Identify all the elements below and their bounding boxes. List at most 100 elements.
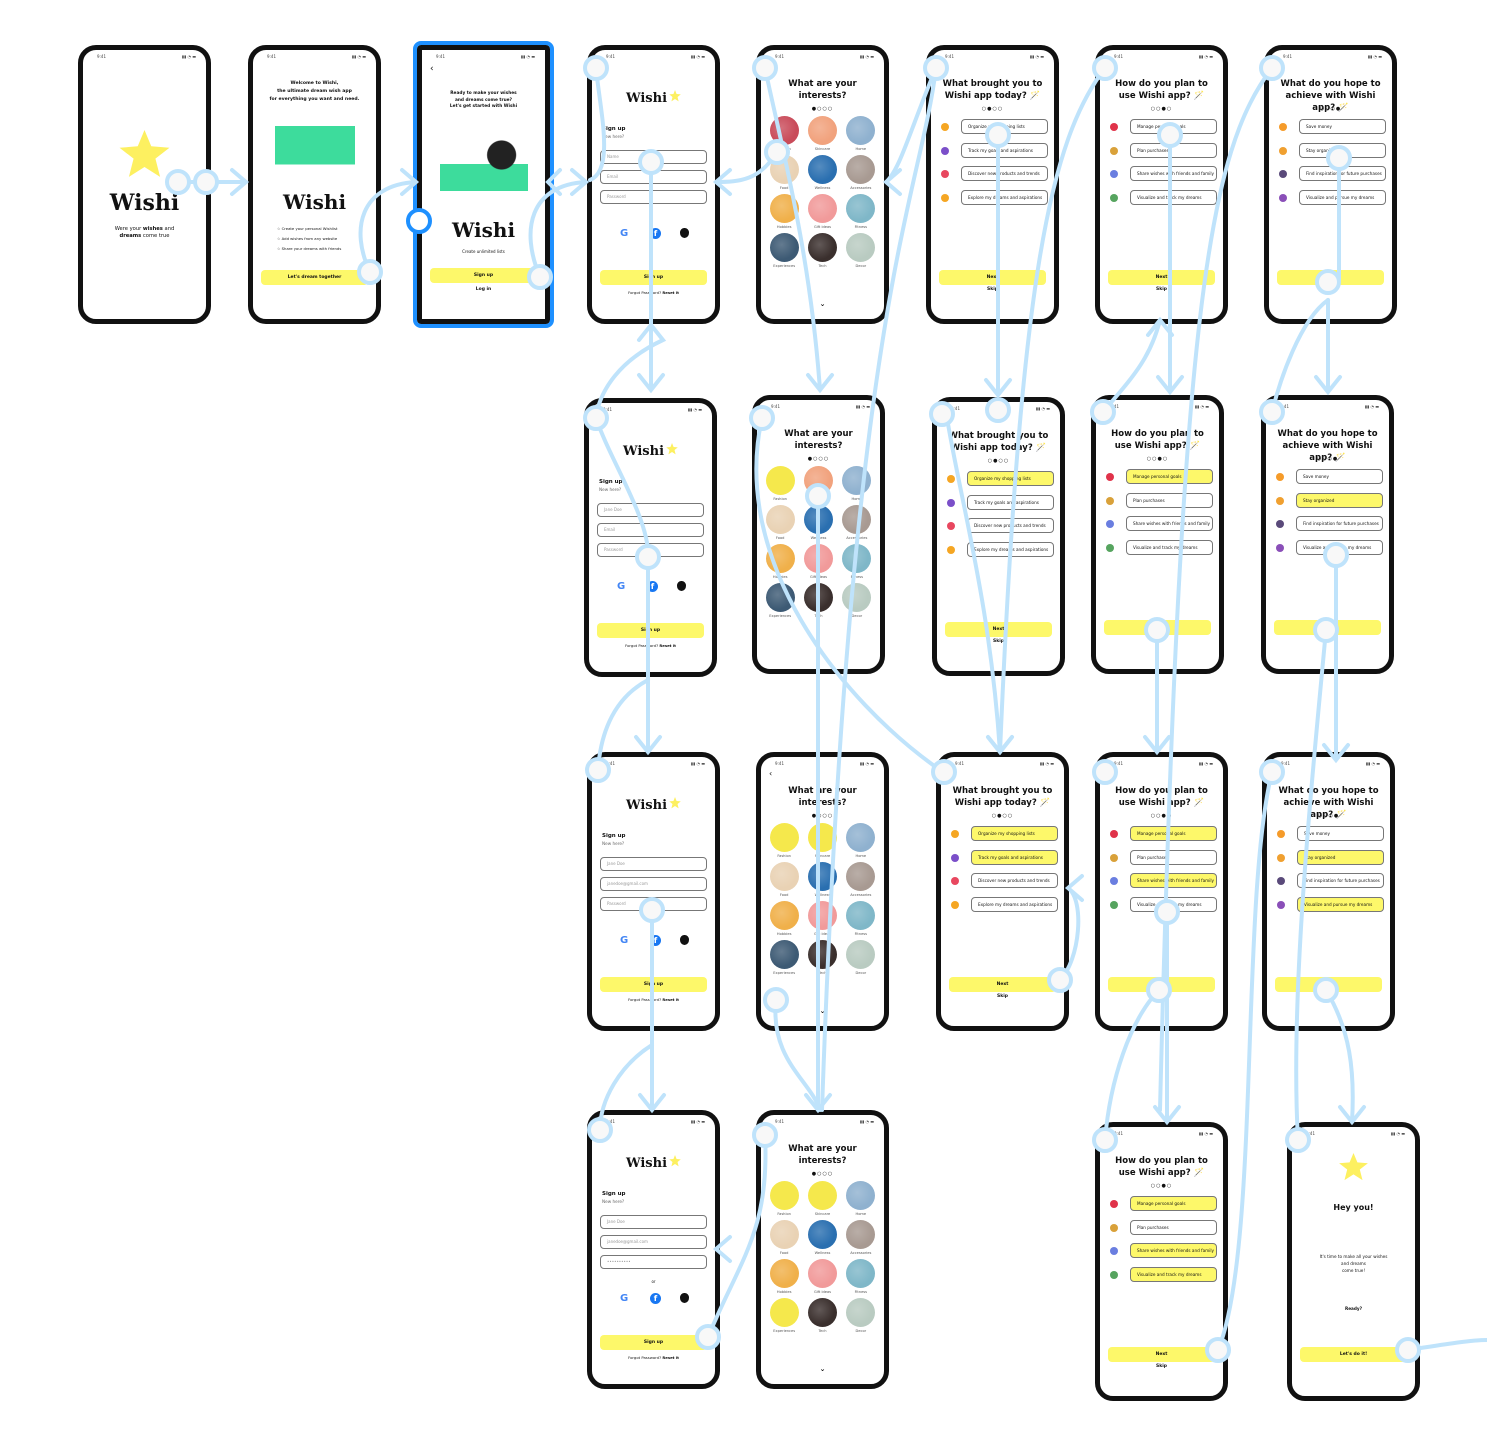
interest-item[interactable]: Accessories — [842, 862, 880, 897]
phone-screen-question[interactable]: 9:41▮▮ ◔ ▬What do you hope to achieve wi… — [1264, 45, 1397, 324]
answer-option[interactable]: Find inspiration for future purchases — [1296, 516, 1383, 531]
google-login-icon[interactable]: G — [617, 581, 626, 592]
signup-button[interactable]: Sign up — [430, 268, 537, 283]
interest-item[interactable]: Hobbies — [761, 544, 799, 579]
phone-screen-question[interactable]: 9:41▮▮ ◔ ▬How do you plan to use Wishi a… — [1095, 45, 1228, 324]
skip-link[interactable]: Skip — [993, 639, 1004, 644]
interest-item[interactable]: Accessories — [838, 505, 876, 540]
scroll-more-icon[interactable]: ⌄ — [819, 1365, 826, 1373]
signup-button[interactable]: Sign up — [600, 977, 707, 992]
interest-item[interactable]: Experiences — [765, 1298, 803, 1333]
phone-screen-welcome[interactable]: 9:41▮▮ ◔ ▬Welcome to Wishi,the ultimate … — [248, 45, 381, 324]
answer-option[interactable]: Organize my shopping lists — [967, 471, 1054, 486]
back-icon[interactable]: ‹ — [430, 64, 434, 74]
interest-item[interactable]: Fashion — [761, 466, 799, 501]
answer-option[interactable]: Save money — [1299, 119, 1386, 134]
answer-option[interactable]: Save money — [1296, 469, 1383, 484]
answer-option[interactable]: Track my goals and aspirations — [971, 849, 1058, 865]
google-login-icon[interactable]: G — [620, 1293, 629, 1304]
skip-link[interactable]: Skip — [1156, 287, 1167, 292]
reset-link[interactable]: Reset it — [659, 643, 676, 648]
next-button[interactable]: Next — [949, 977, 1056, 992]
answer-option[interactable]: Share wishes with friends and family — [1130, 1243, 1217, 1258]
answer-option[interactable]: Visualize and track my dreams — [1126, 539, 1213, 555]
facebook-login-icon[interactable]: f — [647, 581, 658, 592]
interest-item[interactable]: Home — [842, 116, 880, 151]
lets-dream-button[interactable]: Let's dream together — [261, 270, 368, 285]
answer-option[interactable]: Discover new products and trends — [967, 518, 1054, 533]
interest-item[interactable]: Fashion — [765, 823, 803, 858]
interest-item[interactable]: Home — [842, 823, 880, 858]
interest-item[interactable]: Experiences — [765, 233, 803, 268]
answer-option[interactable]: Discover new products and trends — [971, 873, 1058, 888]
skip-link[interactable]: Skip — [1156, 994, 1167, 999]
lets-do-it-button[interactable]: Let's do it! — [1300, 1347, 1407, 1362]
phone-screen-question[interactable]: 9:41▮▮ ◔ ▬What brought you to Wishi app … — [926, 45, 1059, 324]
phone-screen-interests[interactable]: 9:41▮▮ ◔ ▬What are your interests?●○○○Fa… — [752, 395, 885, 674]
interest-item[interactable]: Gift ideas — [799, 544, 837, 579]
interest-item[interactable]: Hobbies — [765, 901, 803, 936]
interest-item[interactable]: Fitness — [842, 1259, 880, 1294]
scroll-more-icon[interactable]: ⌄ — [819, 300, 826, 308]
login-link[interactable]: Log in — [475, 287, 492, 292]
answer-option[interactable]: Share wishes with friends and family — [1130, 873, 1217, 888]
name-field[interactable]: Jane Doe — [600, 1215, 707, 1229]
answer-option[interactable]: Manage personal goals — [1126, 469, 1213, 484]
next-button[interactable]: Next — [939, 270, 1046, 285]
next-button[interactable]: Next — [945, 622, 1052, 637]
interest-item[interactable]: Tech — [803, 940, 841, 975]
interest-item[interactable]: Tech — [803, 1298, 841, 1333]
email-field[interactable]: Email — [597, 523, 704, 537]
reset-link[interactable]: Reset it — [662, 290, 679, 295]
answer-option[interactable]: Find inspiration for future purchases — [1299, 166, 1386, 181]
skip-link[interactable]: Skip — [987, 287, 998, 292]
interest-item[interactable]: Skincare — [799, 466, 837, 501]
answer-option[interactable]: Visualize and track my dreams — [1130, 1266, 1217, 1282]
email-field[interactable]: janedoe@gmail.com — [600, 877, 707, 891]
interest-item[interactable]: Gift ideas — [803, 901, 841, 936]
password-field[interactable]: •••••••••• — [600, 1255, 707, 1269]
signup-button[interactable]: Sign up — [600, 270, 707, 285]
interest-item[interactable]: Gift ideas — [803, 1259, 841, 1294]
next-button[interactable]: Next — [1108, 1347, 1215, 1362]
answer-option[interactable]: Track my goals and aspirations — [967, 494, 1054, 510]
phone-screen-question[interactable]: 9:41▮▮ ◔ ▬How do you plan to use Wishi a… — [1091, 395, 1224, 674]
phone-screen-interests[interactable]: 9:41▮▮ ◔ ▬What are your interests?●○○○Fa… — [756, 45, 889, 324]
interest-item[interactable]: Food — [765, 862, 803, 897]
interest-item[interactable]: Wellness — [803, 862, 841, 897]
interest-item[interactable]: Food — [765, 1220, 803, 1255]
answer-option[interactable]: Stay organized — [1297, 849, 1384, 865]
email-field[interactable]: Email — [600, 170, 707, 184]
interest-item[interactable]: Fitness — [842, 194, 880, 229]
apple-login-icon[interactable] — [677, 581, 686, 591]
answer-option[interactable]: Track my goals and aspirations — [961, 142, 1048, 158]
interest-item[interactable]: Gift ideas — [803, 194, 841, 229]
interest-item[interactable]: Skincare — [803, 1181, 841, 1216]
interest-item[interactable]: Tech — [803, 233, 841, 268]
answer-option[interactable]: Visualize and track my dreams — [1130, 896, 1217, 912]
answer-option[interactable]: Plan purchases — [1126, 492, 1213, 508]
answer-option[interactable]: Discover new products and trends — [961, 166, 1048, 181]
apple-login-icon[interactable] — [680, 935, 689, 945]
name-field[interactable]: Jane Doe — [600, 857, 707, 871]
phone-screen-question[interactable]: 9:41▮▮ ◔ ▬How do you plan to use Wishi a… — [1095, 752, 1228, 1031]
next-button[interactable]: Next — [1108, 977, 1215, 992]
answer-option[interactable]: Plan purchases — [1130, 1219, 1217, 1235]
reset-link[interactable]: Reset it — [662, 1355, 679, 1360]
phone-screen-question[interactable]: 9:41▮▮ ◔ ▬What brought you to Wishi app … — [932, 397, 1065, 676]
phone-screen-question[interactable]: 9:41▮▮ ◔ ▬What do you hope to achieve wi… — [1262, 752, 1395, 1031]
answer-option[interactable]: Organize my shopping lists — [961, 119, 1048, 134]
answer-option[interactable]: Explore my dreams and aspirations — [967, 541, 1054, 557]
interest-item[interactable]: Accessories — [842, 1220, 880, 1255]
interest-item[interactable]: Fitness — [842, 901, 880, 936]
interest-item[interactable]: Decor — [842, 940, 880, 975]
phone-screen-question[interactable]: 9:41▮▮ ◔ ▬What do you hope to achieve wi… — [1261, 395, 1394, 674]
phone-screen-interests[interactable]: 9:41▮▮ ◔ ▬‹What are your interests?●○○○F… — [756, 752, 889, 1031]
next-button[interactable] — [1277, 270, 1384, 285]
answer-option[interactable]: Explore my dreams and aspirations — [961, 189, 1048, 205]
apple-login-icon[interactable] — [680, 1293, 689, 1303]
